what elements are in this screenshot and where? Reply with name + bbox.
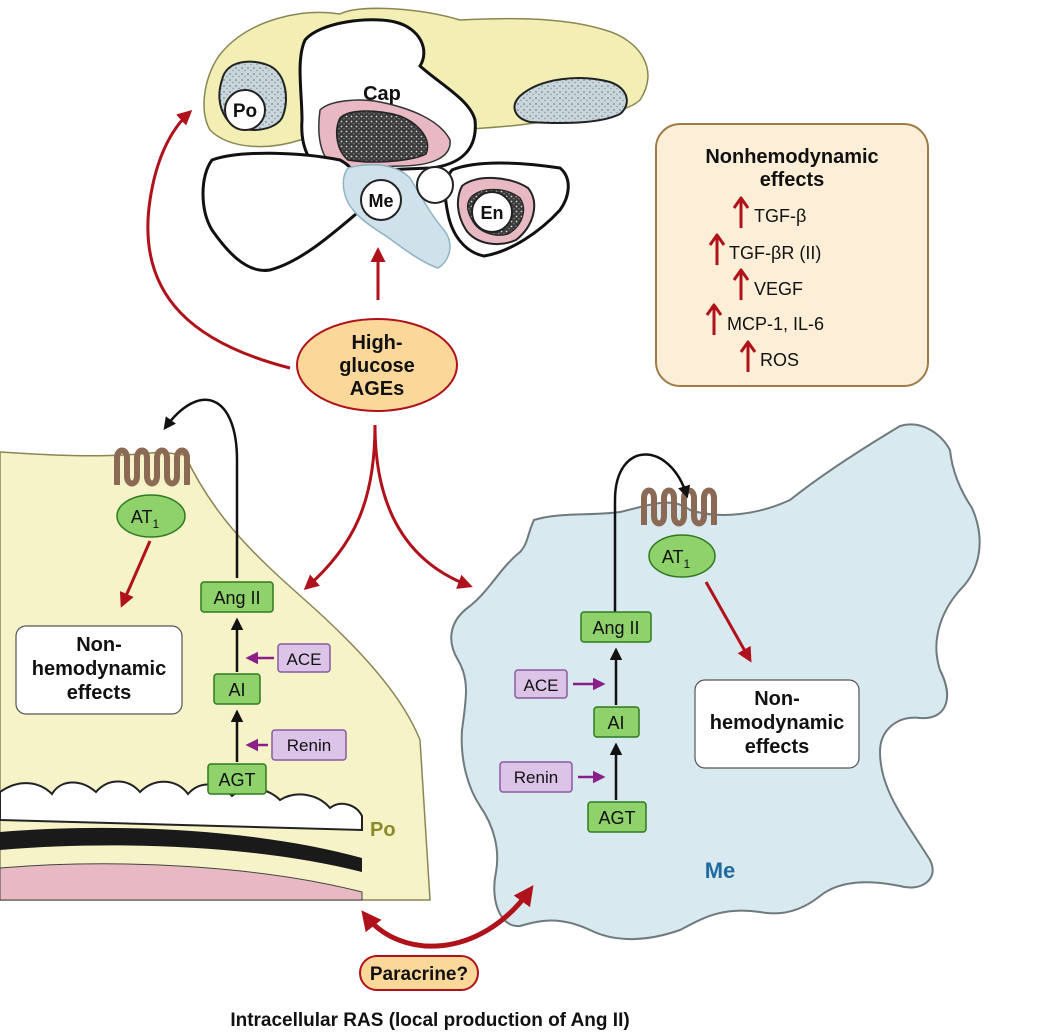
- effects-box: [15, 625, 183, 715]
- panel-item-text: MCP-1, IL-6: [727, 314, 824, 334]
- figure-caption: Intracellular RAS (local production of A…: [230, 1010, 629, 1031]
- stimulus-line2: glucose: [339, 355, 415, 377]
- stimulus-node: High- glucose AGEs: [296, 318, 458, 412]
- cap-label: Cap: [363, 83, 401, 105]
- at1-receptor: [648, 534, 716, 578]
- agt-box: [587, 801, 647, 833]
- endothelial-nucleus: [335, 110, 429, 163]
- effects-line2: hemodynamic: [710, 712, 844, 734]
- paracrine-box: [359, 955, 479, 991]
- po-label: Po: [233, 101, 257, 122]
- renin-label: Renin: [287, 736, 331, 755]
- glomerular-basement-membrane: [0, 827, 362, 872]
- up-arrow-icon: [739, 340, 757, 372]
- ang2-label: Ang II: [592, 618, 639, 638]
- panel-item-text: ROS: [760, 350, 799, 370]
- effects-line1: Non-: [754, 688, 800, 710]
- me-cell-label: Me: [705, 858, 736, 883]
- up-arrow-icon: [732, 268, 750, 300]
- arrow-at1-to-effects: [704, 581, 752, 663]
- stimulus-line1: High-: [351, 332, 402, 354]
- at1-label: AT1: [662, 547, 691, 571]
- po-cell-label: Po: [370, 819, 396, 841]
- arrow-to-podocyte-top: [146, 109, 291, 370]
- paracrine-double-arrow: [361, 885, 534, 949]
- panel-item-text: VEGF: [754, 279, 803, 299]
- stimulus-arrows: [146, 109, 473, 590]
- panel-item-text: TGF-βR (II): [729, 243, 821, 263]
- up-arrow-icon: [732, 196, 750, 228]
- ang2-label: Ang II: [213, 588, 260, 608]
- renin-box: [499, 761, 573, 793]
- up-arrow-icon: [708, 233, 726, 265]
- ace-label: ACE: [524, 676, 559, 695]
- ai-label: AI: [228, 680, 245, 700]
- agt-box: [207, 763, 267, 795]
- panel-item-4: MCP-1, IL-6: [705, 303, 824, 335]
- ang2-box: [200, 581, 274, 613]
- po-marker: [224, 89, 266, 131]
- renin-label: Renin: [514, 768, 558, 787]
- agt-label: AGT: [218, 770, 255, 790]
- at1-label: AT1: [131, 507, 160, 531]
- en-marker: [471, 191, 513, 233]
- effects-line1: Non-: [76, 634, 122, 656]
- ace-box: [277, 643, 331, 673]
- at1-receptor: [116, 494, 186, 538]
- mesangial-ras-pathway: AT1 Non- hemodynamic effects Ang II ACE …: [499, 453, 860, 833]
- renin-box: [271, 729, 347, 761]
- effects-line3: effects: [745, 736, 809, 758]
- ai-label: AI: [607, 713, 624, 733]
- panel-item-3: VEGF: [732, 268, 803, 300]
- effects-box: [694, 679, 860, 769]
- me-marker: [360, 179, 402, 221]
- ace-box: [514, 669, 568, 699]
- arrow-at1-to-effects: [119, 540, 152, 608]
- up-arrow-icon: [705, 303, 723, 335]
- panel-title-line1: Nonhemodynamic: [705, 146, 878, 168]
- nonhemodynamic-panel: Nonhemodynamic effects TGF-β TGF-βR (II)…: [655, 123, 929, 387]
- arrow-to-mesangial-cell: [373, 424, 473, 589]
- ace-label: ACE: [287, 650, 322, 669]
- panel-title-line2: effects: [760, 169, 824, 191]
- panel-item-5: ROS: [739, 340, 799, 372]
- panel-item-1: TGF-β: [732, 196, 806, 228]
- small-capillary: [416, 166, 454, 204]
- panel-item-text: TGF-β: [754, 206, 806, 226]
- ai-box: [593, 706, 640, 738]
- ai-box: [213, 673, 261, 705]
- stimulus-line3: AGEs: [350, 378, 404, 400]
- capillary-loop-lower-left: [201, 151, 365, 272]
- endothelium-strip: [0, 863, 363, 901]
- en-label: En: [480, 203, 503, 223]
- at1-receptor-icon: [114, 447, 190, 487]
- arrow-ang2-to-receptor: [613, 453, 691, 612]
- effects-line2: hemodynamic: [32, 658, 166, 680]
- podocyte-foot-process: [513, 77, 628, 125]
- panel-item-2: TGF-βR (II): [708, 233, 821, 265]
- podocyte-ras-pathway: AT1 Non- hemodynamic effects Ang II ACE …: [15, 398, 347, 795]
- paracrine-label: Paracrine?: [370, 964, 468, 985]
- paracrine-section: Paracrine?: [359, 885, 534, 991]
- arrow-ang2-to-receptor: [163, 398, 239, 578]
- me-label: Me: [368, 191, 393, 211]
- podocyte-foot-processes: [0, 780, 363, 832]
- arrow-to-podocyte-cell: [303, 424, 377, 590]
- ang2-box: [580, 611, 652, 643]
- at1-receptor-icon: [641, 487, 717, 527]
- agt-label: AGT: [598, 808, 635, 828]
- effects-line3: effects: [67, 682, 131, 704]
- glomerulus-illustration: Po Cap Me En: [201, 7, 649, 272]
